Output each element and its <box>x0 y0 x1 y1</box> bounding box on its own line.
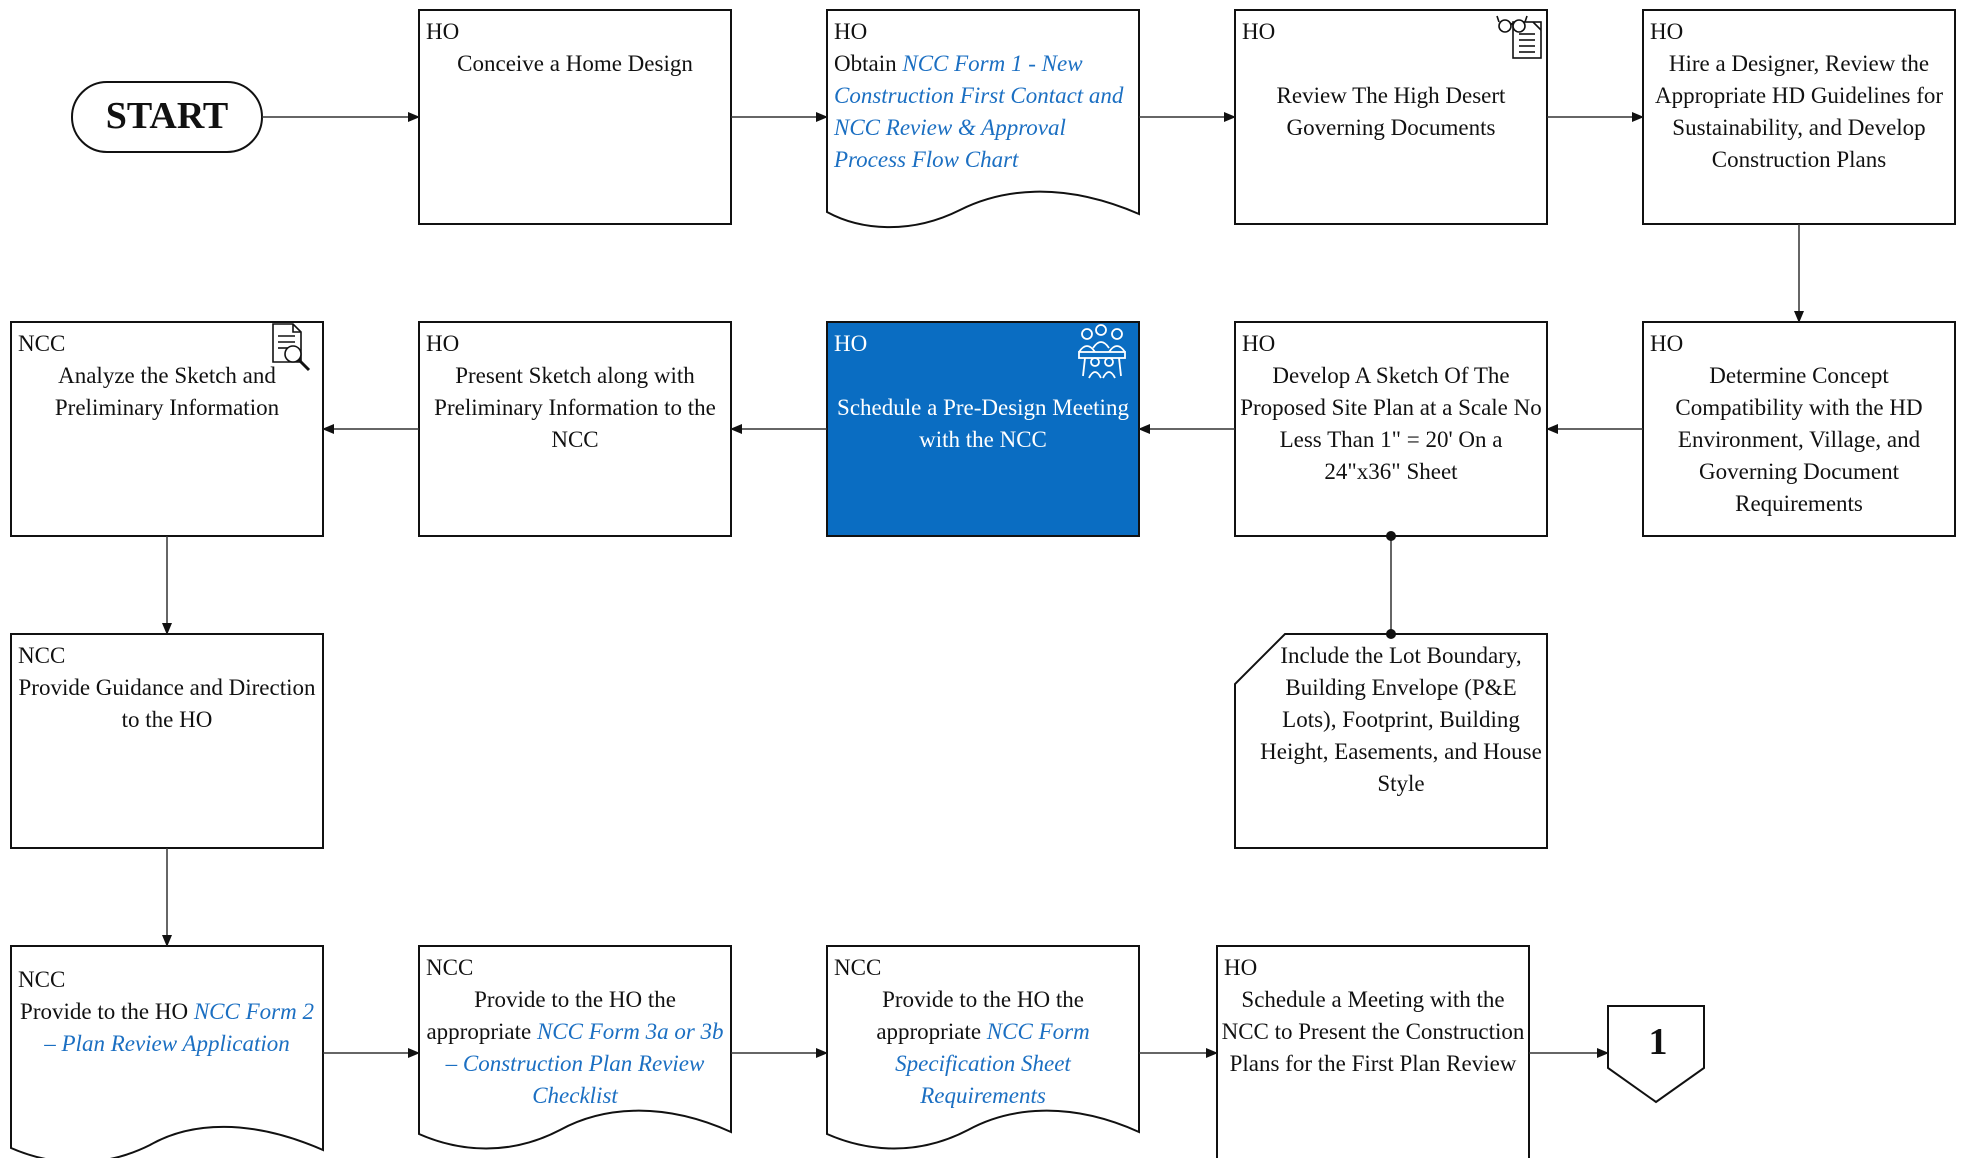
actor-label: NCC <box>834 955 882 980</box>
group-meeting-icon <box>1078 324 1126 379</box>
actor-label: HO <box>1224 955 1258 980</box>
actor-label: HO <box>1242 331 1276 356</box>
note-text: Include the Lot Boundary, Building Envel… <box>1260 643 1542 796</box>
step-s2: HO Obtain NCC Form 1 - New Construction … <box>827 10 1139 224</box>
step-box-s9 <box>10 321 324 537</box>
actor-label: HO <box>426 331 460 356</box>
actor-label: HO <box>1650 331 1684 356</box>
step-text: Hire a Designer, Review the Appropriate … <box>1654 51 1944 172</box>
step-s3: HO Review The High Desert Governing Docu… <box>1235 10 1547 224</box>
form-link-ncc-form-2[interactable]: NCC Form 2 – Plan Review Application <box>44 999 314 1056</box>
step-text: Determine Concept Compatibility with the… <box>1675 363 1923 516</box>
start-label: START <box>105 95 229 137</box>
step-s10: NCC Provide Guidance and Direction to th… <box>11 634 323 848</box>
step-text-prefix: Provide to the HO the appropriate <box>426 987 676 1044</box>
step-box-s8 <box>418 321 732 537</box>
step-s6: HO Develop A Sketch Of The Proposed Site… <box>1235 322 1547 536</box>
step-text-prefix: Provide to the HO the appropriate <box>876 987 1084 1044</box>
step-text: Review The High Desert Governing Documen… <box>1276 83 1506 140</box>
step-text: Obtain NCC Form 1 - New Construction Fir… <box>834 48 1133 176</box>
connector-label: 1 <box>1648 1021 1668 1063</box>
step-s13: NCC Provide to the HO the appropriate NC… <box>827 946 1139 1150</box>
step-text: Conceive a Home Design <box>457 51 693 76</box>
form-link-ncc-form-1[interactable]: NCC Form 1 - New Construction First Cont… <box>834 51 1124 172</box>
form-link-ncc-form-3[interactable]: NCC Form 3a or 3b – Construction Plan Re… <box>445 1019 724 1108</box>
step-text: Provide to the HO the appropriate NCC Fo… <box>831 984 1135 1112</box>
actor-label: NCC <box>18 967 66 992</box>
step-box-s6 <box>1234 321 1548 537</box>
actor-label: HO <box>834 19 868 44</box>
step-s11: NCC Provide to the HO NCC Form 2 – Plan … <box>11 946 323 1150</box>
step-s7: HO Schedule a Pre-Design Meeting with th… <box>827 322 1139 536</box>
document-shape-s12 <box>418 945 732 1150</box>
step-s5: HO Determine Concept Compatibility with … <box>1643 322 1955 536</box>
form-link-spec-sheet[interactable]: NCC Form Specification Sheet Requirement… <box>895 1019 1090 1108</box>
step-text: Schedule a Meeting with the NCC to Prese… <box>1221 987 1525 1076</box>
actor-label: NCC <box>18 331 66 356</box>
actor-label: HO <box>1242 19 1276 44</box>
note-s6: Include the Lot Boundary, Building Envel… <box>1235 634 1547 848</box>
actor-label: HO <box>834 331 868 356</box>
glasses-document-icon <box>1496 15 1542 59</box>
step-box-s1 <box>418 9 732 225</box>
step-text-prefix: Obtain <box>834 51 903 76</box>
note-link-dot-bottom <box>1386 629 1396 639</box>
step-text: Provide Guidance and Direction to the HO <box>18 675 316 732</box>
step-text: Present Sketch along with Preliminary In… <box>434 363 716 452</box>
step-s1: HO Conceive a Home Design <box>419 10 731 224</box>
step-s8: HO Present Sketch along with Preliminary… <box>419 322 731 536</box>
actor-label: HO <box>426 19 460 44</box>
step-text: Develop A Sketch Of The Proposed Site Pl… <box>1240 363 1542 484</box>
document-shape-s2 <box>826 9 1140 229</box>
step-s14: HO Schedule a Meeting with the NCC to Pr… <box>1217 946 1529 1150</box>
step-s12: NCC Provide to the HO the appropriate NC… <box>419 946 731 1150</box>
step-s4: HO Hire a Designer, Review the Appropria… <box>1643 10 1955 224</box>
step-box-s14 <box>1216 945 1530 1158</box>
step-text: Provide to the HO NCC Form 2 – Plan Revi… <box>15 996 319 1060</box>
note-link-dot-top <box>1386 531 1396 541</box>
step-text: Analyze the Sketch and Preliminary Infor… <box>54 363 280 420</box>
step-text-prefix: Provide to the HO <box>20 999 194 1024</box>
actor-label: HO <box>1650 19 1684 44</box>
actor-label: NCC <box>426 955 474 980</box>
document-magnifier-icon <box>272 323 311 372</box>
document-shape-s11 <box>10 945 324 1158</box>
step-text: Schedule a Pre-Design Meeting with the N… <box>837 395 1129 452</box>
document-shape-s13 <box>826 945 1140 1150</box>
step-s9: NCC Analyze the Sketch and Preliminary I… <box>11 322 323 536</box>
step-box-s3 <box>1234 9 1548 225</box>
note-card-s6 <box>1234 633 1548 849</box>
step-text: Provide to the HO the appropriate NCC Fo… <box>423 984 727 1112</box>
actor-label: NCC <box>18 643 66 668</box>
